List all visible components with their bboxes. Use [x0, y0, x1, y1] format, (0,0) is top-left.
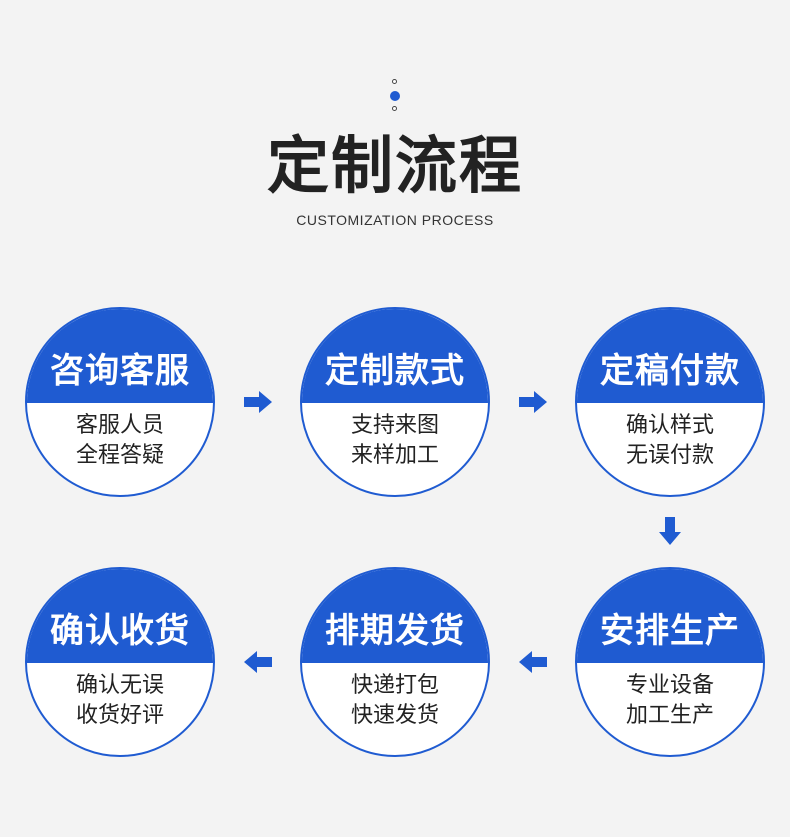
step-desc-line: 确认样式	[625, 413, 714, 438]
step-desc-line: 快速发货	[350, 703, 439, 728]
decorative-dots	[389, 79, 401, 115]
step-header-band	[27, 309, 213, 403]
step-desc-line: 专业设备	[625, 673, 714, 698]
step-desc-line: 支持来图	[350, 413, 439, 438]
arrow-right-icon	[519, 391, 547, 413]
step-desc-line: 来样加工	[350, 443, 439, 468]
arrow-down-icon	[659, 517, 681, 545]
step-title: 咨询客服	[50, 351, 190, 391]
arrow-left-icon	[244, 651, 272, 673]
step-description: 专业设备 加工生产	[577, 671, 763, 731]
step-consult: 咨询客服 客服人员 全程答疑	[25, 307, 215, 497]
step-header-band	[302, 309, 488, 403]
step-desc-line: 无误付款	[625, 443, 714, 468]
step-desc-line: 确认无误	[75, 673, 164, 698]
step-title: 安排生产	[600, 611, 740, 651]
step-header-band	[577, 309, 763, 403]
step-desc-line: 收货好评	[75, 703, 164, 728]
step-production: 安排生产 专业设备 加工生产	[575, 567, 765, 757]
step-header-band	[577, 569, 763, 663]
step-description: 支持来图 来样加工	[302, 411, 488, 471]
step-schedule-ship: 排期发货 快递打包 快速发货	[300, 567, 490, 757]
step-confirm-receipt: 确认收货 确认无误 收货好评	[25, 567, 215, 757]
step-description: 确认样式 无误付款	[577, 411, 763, 471]
step-desc-line: 全程答疑	[75, 443, 164, 468]
step-title: 定稿付款	[600, 351, 740, 391]
step-header-band	[302, 569, 488, 663]
step-desc-line: 快递打包	[350, 673, 439, 698]
dot-filled	[390, 91, 400, 101]
arrow-right-icon	[244, 391, 272, 413]
arrow-left-icon	[519, 651, 547, 673]
step-title: 确认收货	[50, 611, 190, 651]
step-customize: 定制款式 支持来图 来样加工	[300, 307, 490, 497]
dot-outline-top	[392, 79, 397, 84]
page-title: 定制流程	[266, 129, 523, 202]
step-description: 确认无误 收货好评	[27, 671, 213, 731]
step-description: 客服人员 全程答疑	[27, 411, 213, 471]
step-finalize-pay: 定稿付款 确认样式 无误付款	[575, 307, 765, 497]
step-header-band	[27, 569, 213, 663]
step-title: 排期发货	[325, 611, 465, 651]
step-description: 快递打包 快速发货	[302, 671, 488, 731]
page-subtitle: CUSTOMIZATION PROCESS	[296, 212, 494, 228]
step-desc-line: 客服人员	[75, 413, 164, 438]
dot-outline-bottom	[392, 106, 397, 111]
step-title: 定制款式	[325, 351, 465, 391]
step-desc-line: 加工生产	[625, 703, 714, 728]
